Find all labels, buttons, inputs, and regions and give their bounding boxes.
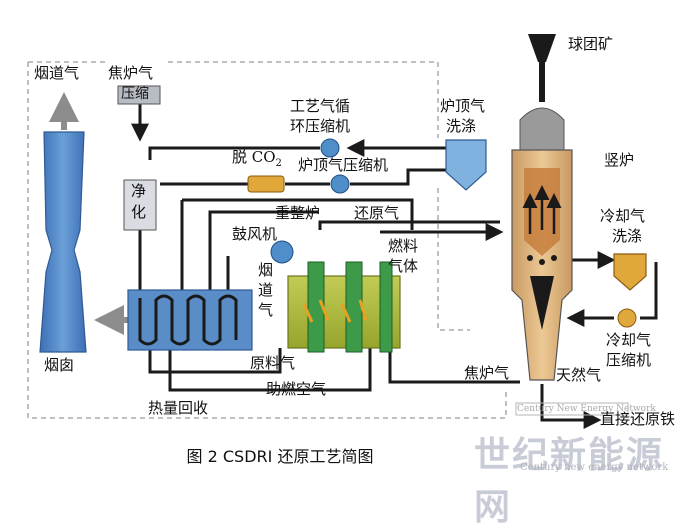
reformer-label: 重整炉 [275,204,321,222]
watermark-sub: Century new energy network [520,462,669,473]
top-gas-wash-label-2: 洗涤 [446,117,477,135]
reducing-gas-line [318,220,500,230]
pellet-hopper [528,34,556,62]
flue-label-3: 气 [258,301,274,319]
dri-label: 直接还原铁 [600,410,676,428]
chimney [39,131,87,353]
system-boundary-top [28,61,470,331]
exchanger-coil [138,294,238,346]
flue-label-1: 烟 [258,261,274,279]
feed-gas-label: 原料气 [250,354,296,372]
top-gas-comp-label: 炉顶气压缩机 [298,156,389,174]
cooling-scrubber-down-line [640,262,658,320]
process-gas-comp-label-1: 工艺气循 [290,97,351,115]
coke-gas-bottom-label: 焦炉气 [464,364,510,382]
purify-label-1: 净 [131,182,147,200]
shaft-furnace-label: 竖炉 [604,151,635,169]
coke-gas-top-label: 焦炉气 [108,64,154,82]
cooling-gas-compressor [617,308,637,328]
fuel-gas-label-1: 燃料 [388,237,419,255]
cooling-wash-label-2: 洗涤 [612,227,643,245]
top-gas-wash-label-1: 炉顶气 [440,97,486,115]
furnace-bustle [527,255,557,265]
furnace-cone [530,276,554,330]
process-loop-line [182,198,414,230]
watermark-small: Century New Energy Network [517,404,656,414]
chimney-label: 烟囱 [44,356,75,374]
compress-label: 压缩 [121,86,149,102]
process-gas-comp-label-2: 环压缩机 [290,117,351,135]
cooling-gas-scrubber [613,253,647,291]
top-gas-compressor [330,174,350,194]
top-gas-scrubber [445,139,487,191]
cooling-comp-label-1: 冷却气 [606,331,652,349]
furnace-gas-arrows [522,185,562,234]
watermark-main: 世纪新能源网 [474,434,665,528]
natural-gas-label: 天然气 [556,366,602,384]
process-gas-compressor [320,138,340,158]
reducing-gas-label: 还原气 [354,204,400,222]
top-gas-header [148,146,320,160]
process-diagram [27,34,658,429]
cooling-comp-label-2: 压缩机 [606,351,652,369]
blower-label: 鼓风机 [232,225,278,243]
purify-label-2: 化 [131,203,147,221]
dri-discharge-line [540,384,602,429]
shaft-furnace-top [519,107,565,151]
pellet-ore-label: 球团矿 [568,35,614,53]
decarb-label: 脱 CO2 [232,148,282,169]
compress-box [117,85,161,105]
coke-gas-bottom-line [388,348,520,384]
feed-gas-line [148,348,282,374]
flue-gas-label: 烟道气 [34,64,80,82]
diagram-stage: 烟道气 焦炉气 压缩 净 化 工艺气循 环压缩机 脱 CO2 炉顶气压缩机 炉顶… [27,34,676,528]
comp-outlet-line [350,168,465,186]
fuel-gas-label-2: 气体 [388,257,419,275]
cooling-wash-label-1: 冷却气 [600,207,646,225]
blower [270,240,294,264]
heat-recovery-label: 热量回收 [148,399,209,417]
reformer-tubes [302,261,393,353]
figure-caption: 图 2 CSDRI 还原工艺简图 [186,447,374,466]
reformer-feed-line [208,210,318,290]
comb-air-label: 助燃空气 [266,380,327,398]
comb-air-line [168,348,372,392]
system-boundary [27,62,507,419]
flue-label-2: 道 [258,281,274,299]
decarb-unit [247,175,285,193]
watermark-box [515,402,629,416]
purification-unit [123,179,157,231]
pellet-feed [539,62,545,102]
